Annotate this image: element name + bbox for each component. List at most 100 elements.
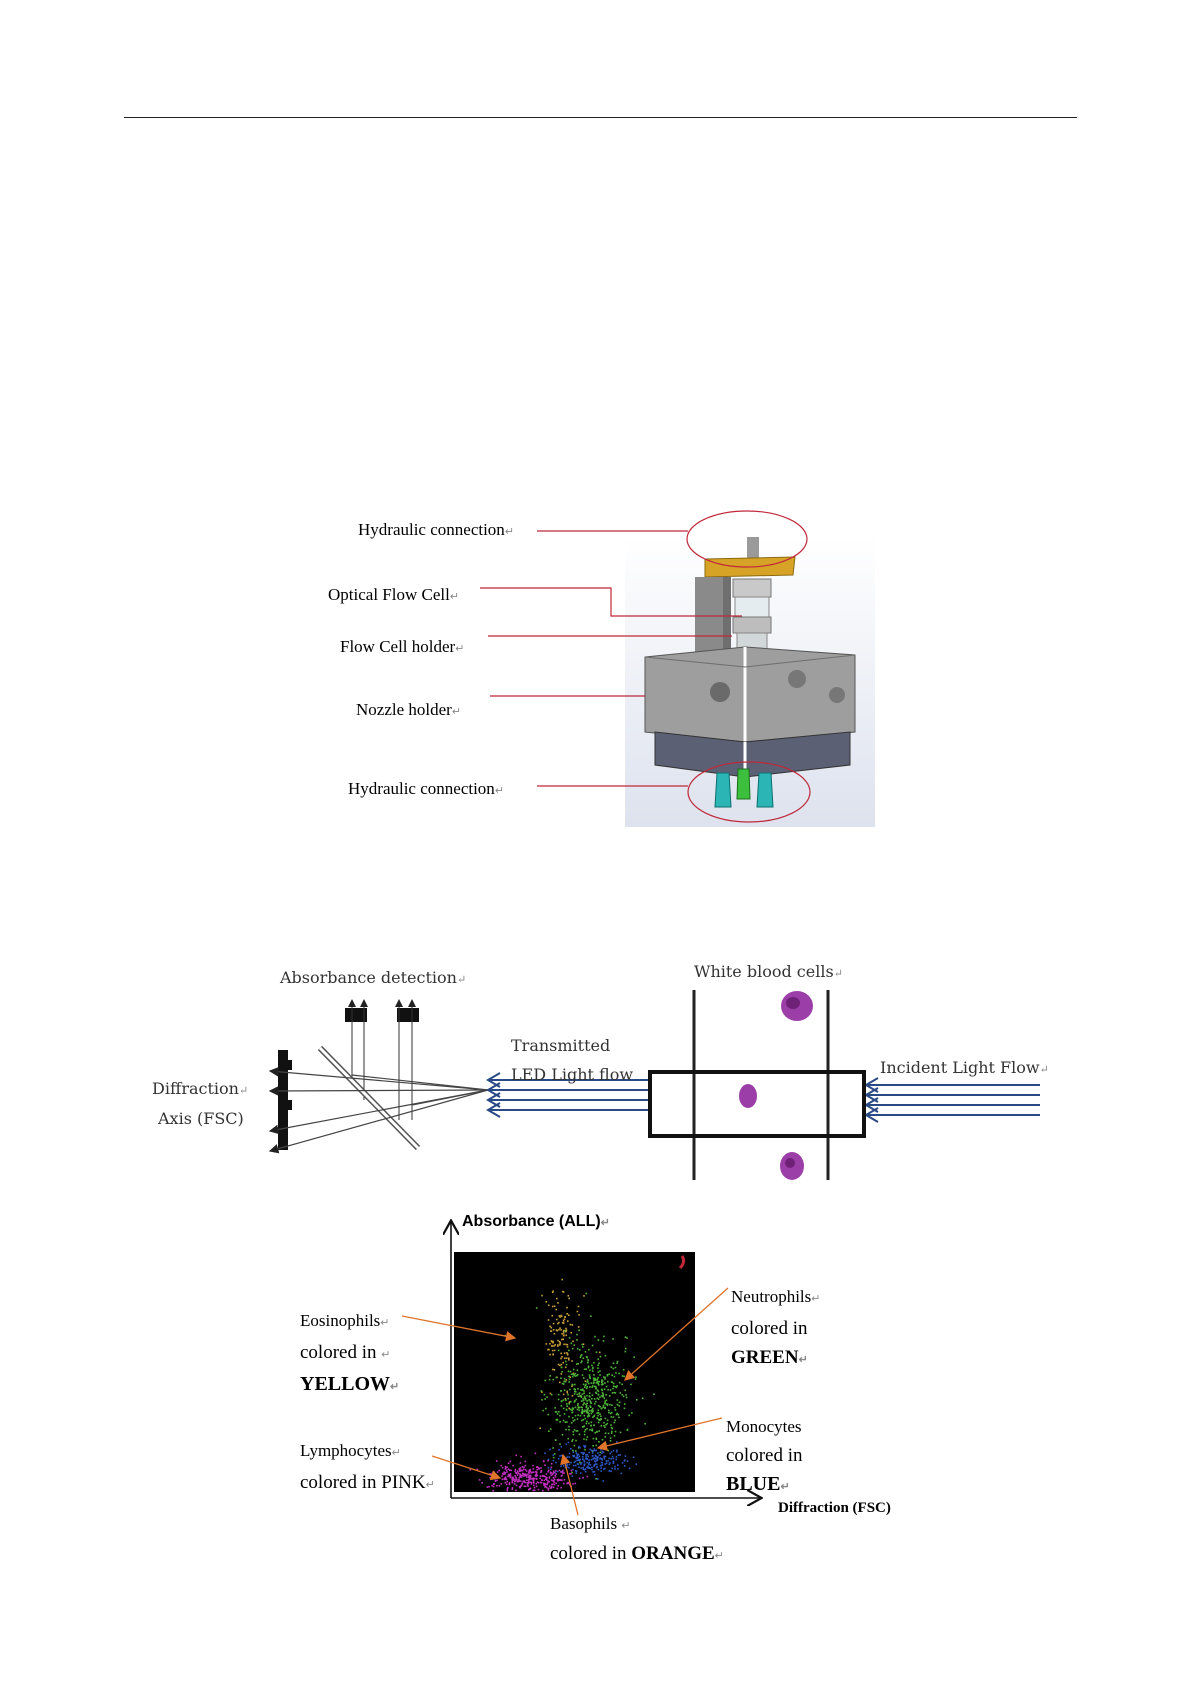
scatter-dot — [578, 1393, 580, 1395]
scatter-dot — [624, 1389, 626, 1392]
scatter-dot — [604, 1467, 606, 1470]
scatter-dot — [583, 1368, 586, 1371]
scatter-dot — [604, 1417, 607, 1420]
scatter-dot — [598, 1380, 601, 1383]
scatter-dot — [567, 1320, 569, 1322]
scatter-dot — [557, 1478, 560, 1481]
scatter-dot — [588, 1348, 590, 1351]
scatter-dot — [558, 1328, 560, 1331]
scatter-dot — [583, 1433, 586, 1436]
scatter-dot — [604, 1436, 606, 1438]
scatter-dot — [532, 1468, 535, 1470]
scatter-dot — [623, 1407, 626, 1410]
scatter-dot — [634, 1378, 637, 1380]
scatter-dot — [582, 1377, 585, 1379]
scatter-dot — [589, 1467, 591, 1470]
scatter-dot — [518, 1480, 521, 1482]
scatter-dot — [531, 1477, 533, 1480]
scatter-dot — [563, 1380, 565, 1383]
scatter-dot — [597, 1421, 600, 1424]
scatter-dot — [592, 1458, 594, 1460]
scatter-dot — [585, 1457, 587, 1460]
measurement-window — [648, 1070, 866, 1138]
scatter-dot — [569, 1323, 572, 1326]
scatter-dot — [582, 1346, 584, 1348]
scatter-dot — [580, 1419, 583, 1422]
scatter-dot — [568, 1452, 571, 1455]
scatter-dot — [568, 1357, 570, 1360]
scatter-dot — [547, 1348, 549, 1351]
scatter-dot — [588, 1415, 591, 1417]
scatter-dot — [617, 1464, 619, 1466]
legend-lymphocytes: Lymphocytes↵ colored in PINK↵ — [300, 1441, 435, 1493]
scatter-dot — [603, 1468, 605, 1470]
scatter-dot — [600, 1461, 603, 1464]
scatter-dot — [590, 1449, 593, 1451]
scatter-dot — [574, 1375, 577, 1377]
scatter-dot — [502, 1473, 505, 1476]
scatter-dot — [607, 1432, 610, 1435]
scatter-dot — [581, 1406, 583, 1409]
scatter-dot — [529, 1470, 532, 1473]
scatter-dot — [596, 1458, 599, 1460]
scatter-dot — [556, 1413, 559, 1415]
scatter-dot — [550, 1340, 553, 1342]
scatter-dot — [570, 1461, 572, 1464]
scatter-dot — [567, 1397, 569, 1400]
scatter-dot — [568, 1359, 570, 1361]
scatter-dot — [550, 1487, 553, 1489]
scatter-dot — [559, 1455, 561, 1457]
scatter-dot — [552, 1486, 555, 1489]
scatter-dot — [603, 1457, 606, 1460]
scatter-dot — [544, 1464, 546, 1466]
scatter-dot — [618, 1372, 620, 1375]
scatter-dot — [535, 1471, 538, 1473]
scatter-dot — [559, 1364, 561, 1367]
scatter-dot — [605, 1399, 608, 1402]
scatter-dot — [552, 1470, 555, 1473]
scatter-dot — [561, 1479, 563, 1482]
label-led-light-flow: LED Light flow — [511, 1065, 634, 1084]
scatter-dot — [548, 1477, 551, 1479]
scatter-dot — [515, 1484, 518, 1487]
scatter-dot — [598, 1430, 600, 1432]
scatter-dot — [595, 1387, 597, 1389]
scatter-dot — [585, 1422, 588, 1425]
scatter-dot — [577, 1414, 579, 1416]
label-white-blood-cells: White blood cells↵ — [694, 962, 843, 981]
scatter-dot — [568, 1463, 571, 1466]
scatter-dot — [616, 1362, 618, 1364]
label-optical-flow-cell: Optical Flow Cell↵ — [328, 585, 460, 604]
scatter-plot-area — [454, 1252, 695, 1492]
scatter-dot — [602, 1340, 605, 1342]
scatter-dot — [577, 1456, 579, 1459]
scatter-dot — [579, 1414, 582, 1417]
scatter-dot — [578, 1477, 581, 1480]
scatter-dot — [534, 1452, 537, 1455]
scatter-dot — [607, 1380, 609, 1383]
scatter-dot — [566, 1403, 568, 1405]
scatter-dot — [557, 1485, 560, 1487]
scatter-dot — [554, 1474, 556, 1477]
scatter-dot — [583, 1438, 585, 1440]
scatter-dot — [560, 1479, 562, 1481]
scatter-dot — [594, 1454, 597, 1457]
scatter-dot — [524, 1481, 526, 1484]
scatter-dot — [624, 1455, 627, 1457]
scatter-dot — [572, 1420, 575, 1422]
scatter-dot — [535, 1475, 537, 1478]
scatter-dot — [559, 1327, 561, 1329]
scatter-dot — [555, 1439, 557, 1441]
scatter-dot — [591, 1455, 594, 1457]
scatter-dot — [593, 1379, 595, 1382]
scatter-dot — [605, 1460, 608, 1462]
scatter-dot — [576, 1454, 579, 1457]
scatter-dot — [583, 1295, 585, 1297]
scatter-dot — [653, 1393, 655, 1395]
scatter-dot — [580, 1462, 583, 1464]
scatter-dot — [614, 1419, 616, 1422]
scatter-dot — [616, 1385, 618, 1387]
scatter-dot — [532, 1464, 534, 1467]
scatter-dot — [576, 1453, 578, 1456]
scatter-dot — [609, 1412, 612, 1415]
